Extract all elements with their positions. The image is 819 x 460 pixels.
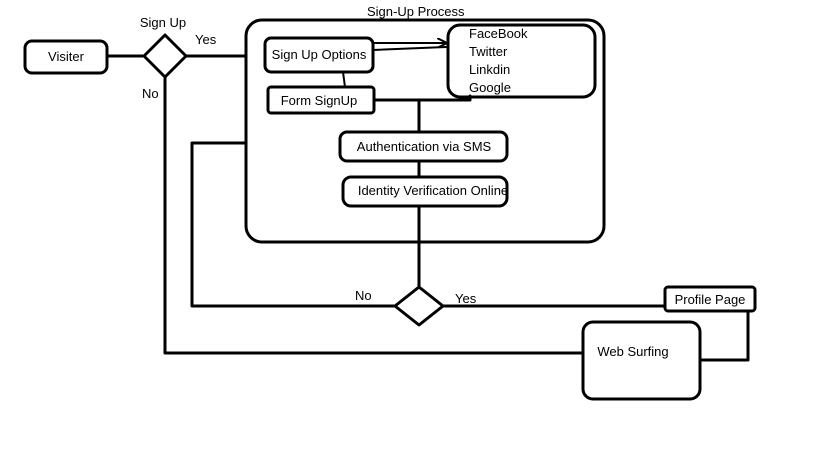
verify-yes-label: Yes (455, 291, 477, 306)
provider-item: Linkdin (469, 62, 510, 77)
form-signup-label: Form SignUp (281, 93, 358, 108)
signup-options-node (263, 36, 375, 74)
edge-form-to-providers (372, 94, 472, 102)
provider-item: Google (469, 80, 511, 95)
signup-options-label: Sign Up Options (272, 47, 367, 62)
providers-node (446, 23, 597, 99)
edge-options-to-form (342, 71, 346, 88)
signup-process-container (244, 18, 606, 244)
visiter-label: Visiter (48, 49, 85, 64)
identity-verification-label: Identity Verification Online (358, 183, 508, 198)
web-surfing-label: Web Surfing (597, 344, 668, 359)
web-surfing-node (581, 320, 702, 401)
verify-no-label: No (355, 288, 372, 303)
signup-decision-node (142, 33, 188, 79)
identity-verification-node (341, 175, 509, 208)
signup-yes-label: Yes (195, 32, 217, 47)
signup-no-label: No (142, 86, 159, 101)
edge-profile-to-websurfing (698, 309, 750, 362)
provider-item: FaceBook (469, 26, 528, 41)
edge-verify-no (190, 141, 397, 308)
auth-sms-label: Authentication via SMS (357, 139, 492, 154)
profile-page-label: Profile Page (675, 292, 746, 307)
edge-signup-no (163, 75, 585, 355)
verification-decision-node (393, 285, 445, 327)
auth-sms-node (338, 130, 509, 163)
signup-decision-label: Sign Up (140, 15, 186, 30)
process-title: Sign-Up Process (367, 4, 465, 19)
provider-item: Twitter (469, 44, 508, 59)
profile-page-node (663, 285, 757, 313)
